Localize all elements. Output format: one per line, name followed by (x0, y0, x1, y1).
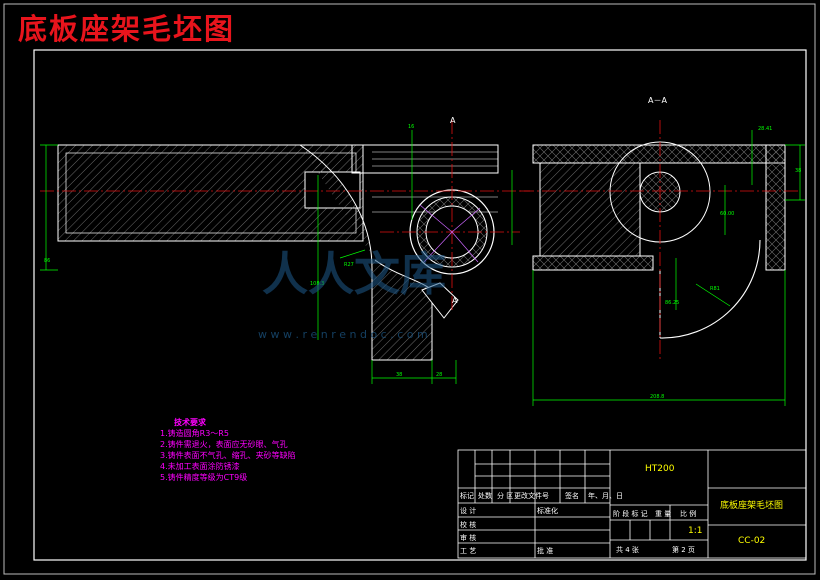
row-process: 工 艺 (460, 547, 477, 555)
section-top (532, 144, 786, 164)
dim-mid-height: 108.3 (310, 281, 324, 287)
row-mark-0: 标记 (460, 492, 474, 500)
weight-header: 重 量 (655, 510, 672, 518)
section-mark-a-lower: A (452, 296, 458, 305)
row-audit: 审 核 (460, 534, 477, 542)
inner-frame (33, 49, 807, 561)
row-standard: 标准化 (537, 507, 558, 515)
lower-cutout (421, 282, 459, 319)
row-mark-5: 年、月、日 (588, 492, 623, 500)
row-mark-4: 签名 (565, 492, 579, 500)
row-approve: 批 准 (537, 547, 554, 555)
outer-frame (3, 3, 816, 575)
dim-top-right: 28.41 (758, 126, 772, 132)
row-mark-2: 分 区 (497, 492, 514, 500)
row-design: 设 计 (460, 507, 477, 515)
section-body (539, 162, 641, 257)
stage-header: 阶 段 标 记 (613, 510, 648, 518)
dim-height-right: 38 (795, 168, 801, 174)
dim-width-bottom: 208.8 (650, 394, 664, 400)
scale-value: 1:1 (688, 526, 703, 536)
dim-base-small: 28 (436, 372, 442, 378)
dim-left-mark: 16 (408, 124, 414, 130)
row-mark-3: 更改文件号 (514, 492, 549, 500)
watermark-logo: 人人文库 (262, 247, 446, 301)
dim-base-width: 38 (396, 372, 402, 378)
tech-item: 3.铸件表面不气孔、缩孔、夹砂等缺陷 (160, 451, 296, 460)
tech-requirements: 技术要求 1.铸造圆角R3～R5 2.铸件需退火，表面应无砂眼、气孔 3.铸件表… (160, 417, 296, 483)
scale-header: 比 例 (680, 510, 697, 518)
section-arc (659, 239, 761, 339)
tech-item: 5.铸件精度等级为CT9级 (160, 473, 248, 482)
section-bottom (532, 255, 654, 271)
section-mark-a: A (450, 116, 456, 125)
row-mark-1: 处数 (478, 492, 492, 500)
drawing-number: CC-02 (738, 536, 766, 546)
dim-radius-left: R27 (344, 262, 354, 268)
section-view (532, 141, 786, 339)
tech-item: 1.铸造圆角R3～R5 (160, 429, 229, 438)
page-title: 底板座架毛坯图 (18, 12, 236, 46)
center-lines (40, 120, 800, 360)
watermark-url: w w w . r e n r e n d o c . c o m (258, 328, 428, 341)
tech-item: 2.铸件需退火，表面应无砂眼、气孔 (160, 440, 288, 449)
dim-offset-right: 86.25 (665, 300, 679, 306)
dim-radius-right: R81 (710, 286, 720, 292)
section-title-aa: A－A (648, 96, 667, 105)
radial-lines (419, 204, 481, 263)
dim-vertical-mid: 60.00 (720, 211, 734, 217)
dim-left-height: 86 (44, 258, 50, 264)
arm-profile (299, 144, 433, 361)
row-check: 校 核 (460, 521, 477, 529)
tech-title: 技术要求 (174, 418, 206, 427)
title-block-lines (457, 449, 807, 559)
dimension-lines (40, 130, 805, 406)
tech-item: 4.未加工表面涂防锈漆 (160, 462, 240, 471)
sheet-number: 第 2 页 (672, 546, 695, 554)
sheets-total: 共 4 张 (616, 546, 639, 554)
part-name: 底板座架毛坯图 (720, 501, 784, 511)
section-right-wall (765, 144, 786, 271)
material-label: HT200 (645, 464, 675, 474)
